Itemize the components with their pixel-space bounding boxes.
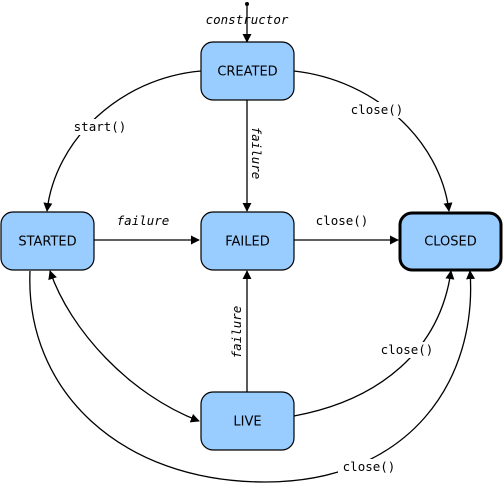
label-failure-created: failure (249, 127, 264, 180)
label-close-failed: close() (316, 213, 369, 228)
state-created: CREATED (200, 41, 295, 101)
state-closed-label: CLOSED (424, 235, 477, 250)
label-failure-live: failure (229, 306, 244, 359)
state-started: STARTED (0, 211, 95, 271)
state-started-label: STARTED (18, 235, 76, 250)
edge-created-closed (293, 70, 453, 212)
label-constructor: constructor (206, 12, 289, 27)
state-live-label: LIVE (233, 415, 261, 430)
state-failed: FAILED (200, 211, 295, 271)
initial-state-dot (245, 2, 249, 6)
state-closed: CLOSED (398, 211, 503, 272)
state-created-label: CREATED (217, 65, 277, 80)
label-start: start() (74, 119, 127, 134)
edge-started-live (48, 270, 200, 423)
edge-created-started (43, 70, 202, 212)
label-close-started: close() (343, 459, 396, 474)
state-failed-label: FAILED (225, 235, 269, 250)
label-failure-started: failure (117, 213, 170, 228)
edge-started-closed (29, 270, 476, 483)
state-live: LIVE (200, 391, 295, 451)
label-close-live: close() (381, 342, 434, 357)
edge-live-closed (293, 270, 455, 417)
label-close-created: close() (351, 102, 404, 117)
